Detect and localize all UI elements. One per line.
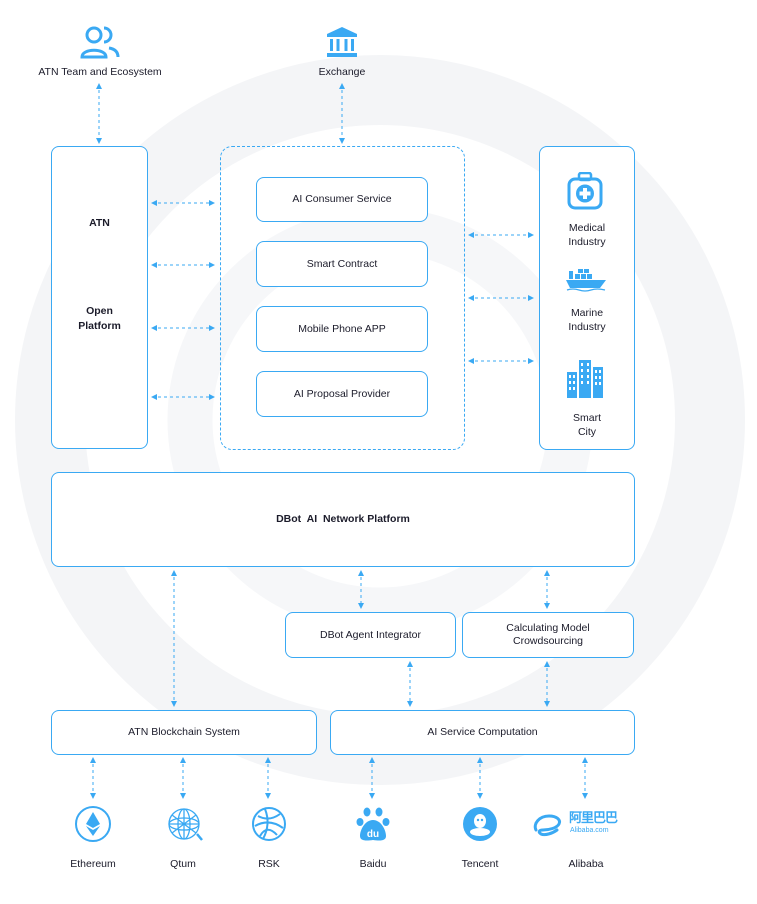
city-line2: City — [577, 426, 597, 438]
marine-line1: Marine — [570, 307, 604, 319]
crowd-label: Calculating Model Crowdsourcing — [463, 613, 633, 657]
crowd-line2: Crowdsourcing — [512, 635, 584, 647]
city-buildings-icon — [566, 358, 604, 398]
agent-label: DBot Agent Integrator — [320, 628, 421, 641]
services-group — [220, 146, 465, 450]
center-item-ai-consumer-service: AI Consumer Service — [256, 177, 428, 222]
svg-text:du: du — [367, 829, 379, 840]
computation-label: AI Service Computation — [427, 726, 538, 738]
center-item-label: Smart Contract — [306, 257, 378, 270]
tencent-label: Tencent — [461, 858, 499, 870]
center-item-ai-proposal-provider: AI Proposal Provider — [256, 371, 428, 417]
open-platform-line2: Platform — [78, 320, 121, 332]
atn-open-platform-panel — [51, 146, 148, 449]
rsk-icon — [249, 804, 289, 844]
center-item-label: AI Proposal Provider — [293, 387, 391, 400]
dbot-ai-network-platform: DBot AI Network Platform — [51, 472, 635, 567]
team-icon — [80, 24, 120, 60]
qtum-label: Qtum — [170, 858, 196, 870]
center-item-label: AI Consumer Service — [292, 193, 392, 205]
atn-blockchain-system: ATN Blockchain System — [51, 710, 317, 755]
baidu-label: Baidu — [359, 858, 387, 870]
alibaba-icon: 阿里巴巴 Alibaba.com — [533, 810, 633, 838]
platform-label: DBot AI Network Platform — [276, 513, 410, 525]
baidu-icon: du — [355, 805, 391, 843]
ai-service-computation: AI Service Computation — [330, 710, 635, 755]
crowd-line1: Calculating Model — [506, 622, 590, 634]
medical-line2: Industry — [568, 236, 606, 248]
bank-icon — [326, 26, 358, 58]
tencent-icon — [462, 805, 498, 843]
cargo-ship-icon — [565, 268, 607, 292]
city-line1: Smart — [572, 412, 601, 424]
rsk-label: RSK — [258, 858, 280, 870]
center-item-mobile-phone-app: Mobile Phone APP — [256, 306, 428, 352]
ethereum-icon — [74, 805, 112, 843]
alibaba-label: Alibaba — [568, 858, 604, 870]
center-item-label: Mobile Phone APP — [298, 322, 386, 335]
atn-title: ATN — [89, 217, 110, 229]
dbot-agent-integrator: DBot Agent Integrator — [285, 612, 456, 658]
marine-line2: Industry — [568, 321, 606, 333]
team-label: ATN Team and Ecosystem — [38, 66, 162, 78]
center-item-smart-contract: Smart Contract — [256, 241, 428, 287]
exchange-label: Exchange — [318, 66, 366, 78]
qtum-icon — [164, 804, 204, 844]
alibaba-logo-subtext: Alibaba.com — [570, 827, 609, 834]
ethereum-label: Ethereum — [70, 858, 116, 870]
open-platform-line1: Open — [86, 305, 113, 317]
alibaba-logo-text: 阿里巴巴 — [569, 811, 618, 826]
medical-line1: Medical — [568, 222, 606, 234]
medical-kit-icon — [567, 171, 603, 210]
blockchain-label: ATN Blockchain System — [128, 726, 240, 738]
calculating-model-crowdsourcing: Calculating Model Crowdsourcing — [462, 612, 634, 658]
